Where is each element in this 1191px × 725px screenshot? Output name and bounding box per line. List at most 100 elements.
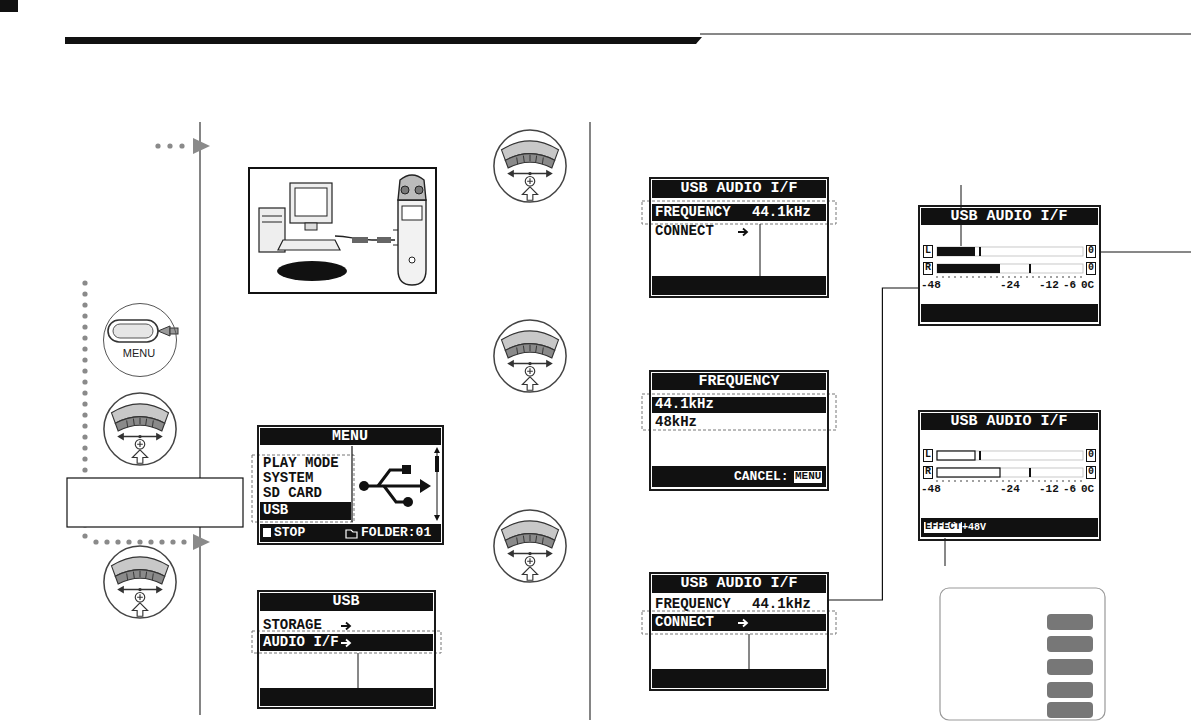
jog-dial-icon	[494, 130, 566, 202]
computer-connection-illustration	[415, 186, 423, 194]
level-meter	[1015, 480, 1016, 482]
level-meter	[985, 480, 986, 482]
level-meter	[937, 276, 938, 278]
lcd-indicator: L	[923, 245, 933, 258]
level-meter	[985, 276, 986, 278]
lcd-text: -6	[1063, 483, 1076, 495]
dotted-flow-arrow	[193, 138, 210, 154]
lcd-bar	[652, 669, 826, 688]
page-header	[700, 34, 1191, 35]
lcd-symbol	[738, 620, 747, 627]
level-meter	[1045, 480, 1046, 482]
dotted-flow-arrow	[82, 346, 87, 351]
lcd-bar	[260, 524, 441, 542]
jog-dial-icon	[494, 510, 566, 582]
leader-line	[358, 653, 359, 688]
dotted-flow-arrow	[155, 143, 160, 148]
lcd-symbol	[738, 229, 747, 236]
lcd-bar	[921, 304, 1098, 322]
lcd-indicator: 0	[1086, 449, 1096, 462]
lcd-symbol	[366, 470, 422, 502]
dotted-flow-arrow	[82, 434, 87, 439]
lcd-indicator: R	[923, 466, 933, 479]
lcd-indicator: L	[923, 449, 933, 462]
lcd-text: +48V	[962, 522, 986, 533]
lcd-text: 44.1kHz	[752, 597, 811, 612]
level-meter	[961, 480, 962, 482]
lcd-symbol	[403, 497, 413, 507]
lcd-text: -48	[921, 483, 941, 495]
dotted-flow-arrow	[82, 357, 87, 362]
button-panel	[1047, 702, 1093, 718]
button-panel	[940, 588, 1105, 720]
dotted-flow-arrow	[82, 467, 87, 472]
lcd-text: SD CARD	[263, 486, 322, 501]
lcd-bar	[652, 466, 826, 487]
lcd-screen: MENUPLAY MODESYSTEMSD CARDUSBSTOPFOLDER:…	[257, 425, 444, 545]
computer-connection-illustration	[401, 186, 409, 194]
level-meter	[973, 276, 974, 278]
menu-button-icon	[108, 320, 158, 342]
highlight-frame	[642, 394, 836, 430]
note-box	[67, 478, 243, 527]
level-meter	[1075, 480, 1076, 482]
level-meter	[1003, 276, 1004, 278]
lcd-text: CANCEL:	[734, 470, 789, 484]
level-meter	[1009, 480, 1010, 482]
level-meter	[937, 247, 975, 256]
lcd-text: SYSTEM	[263, 471, 313, 486]
level-meter	[1015, 276, 1016, 278]
lcd-text: 44.1kHz	[752, 205, 811, 220]
highlight-frame	[252, 631, 441, 653]
computer-connection-illustration	[393, 245, 398, 246]
level-meter	[1063, 480, 1064, 482]
button-panel	[1047, 636, 1093, 652]
computer-connection-illustration	[249, 168, 436, 293]
dotted-flow-arrow	[82, 335, 87, 340]
lcd-screen: USBSTORAGEAUDIO I/F	[257, 590, 436, 709]
highlight-frame	[642, 611, 836, 634]
dotted-flow-arrow	[137, 539, 142, 544]
lcd-text: FREQUENCY	[655, 597, 731, 612]
level-meter	[979, 451, 981, 460]
note-box	[67, 478, 243, 527]
level-meter	[937, 264, 1000, 273]
lcd-bar	[652, 397, 826, 413]
connector-line	[829, 288, 918, 600]
lcd-bar	[652, 614, 826, 631]
lcd-text: USB	[263, 503, 288, 518]
level-meter	[1081, 276, 1082, 278]
menu-button: MENU	[103, 303, 177, 377]
lcd-symbol	[435, 456, 439, 472]
dotted-flow-arrow	[82, 368, 87, 373]
lcd-bar	[652, 276, 826, 295]
lcd-bar	[260, 428, 441, 445]
dotted-flow-arrow	[82, 324, 87, 329]
screen-title: USB AUDIO I/F	[950, 414, 1067, 431]
dotted-flow-arrow	[82, 412, 87, 417]
lcd-indicator: MENU	[793, 470, 823, 484]
dotted-flow-arrow	[170, 539, 175, 544]
level-meter	[1051, 480, 1052, 482]
level-meter	[1045, 276, 1046, 278]
computer-connection-illustration	[352, 237, 368, 243]
dotted-flow-arrow	[93, 539, 98, 544]
dotted-flow-arrow	[82, 390, 87, 395]
lcd-indicator: R	[923, 262, 933, 275]
level-meter	[1033, 480, 1034, 482]
level-meter	[1051, 276, 1052, 278]
computer-connection-illustration	[262, 216, 282, 217]
computer-connection-illustration	[393, 230, 398, 231]
level-meter	[961, 276, 962, 278]
level-meter	[1069, 276, 1070, 278]
menu-button-icon	[113, 324, 153, 338]
screen-title: MENU	[332, 429, 368, 446]
button-panel	[940, 588, 1105, 720]
leader-line	[1100, 252, 1191, 253]
level-meter	[937, 451, 1083, 460]
lcd-text: STORAGE	[263, 618, 322, 633]
page-header	[0, 0, 1191, 44]
level-meter	[937, 480, 938, 482]
level-meter	[943, 480, 944, 482]
